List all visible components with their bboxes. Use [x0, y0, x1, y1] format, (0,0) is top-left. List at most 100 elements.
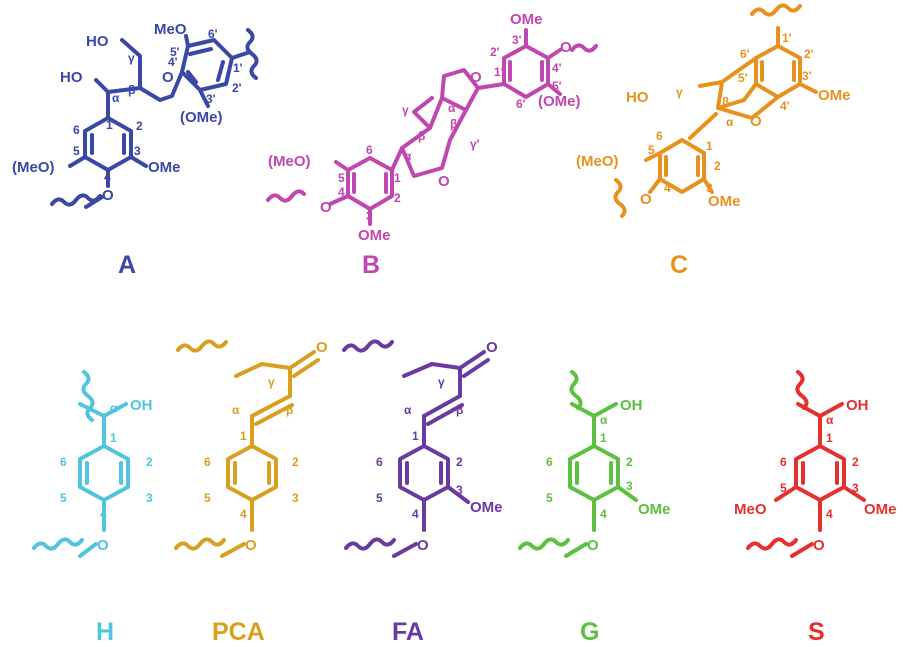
- fa-wavy-top-icon: [342, 339, 394, 353]
- a-pos-6: 6: [73, 123, 80, 137]
- c-pos-5p: 5': [738, 71, 748, 85]
- g-pos-3: 3: [626, 479, 633, 493]
- a-ring-upper-double: [188, 47, 213, 56]
- pca-pos-gamma: γ: [268, 375, 275, 389]
- a-atom-o-4: O: [102, 187, 114, 204]
- a-ring-upper-double2: [216, 60, 225, 82]
- g-c3-ome: [616, 485, 638, 502]
- b-pos-4: 4: [338, 185, 345, 199]
- c-pos-1: 1: [706, 139, 713, 153]
- s-atom-oh: OH: [846, 397, 869, 414]
- b-4p-o: [546, 48, 562, 60]
- pca-pos-2: 2: [292, 455, 299, 469]
- s-atom-ome-3: OMe: [864, 501, 897, 518]
- pca-wavy-bottom-icon: [174, 537, 226, 551]
- c-gamma-chain: [698, 80, 724, 88]
- a-pos-2: 2: [136, 119, 143, 133]
- b-pos-alpha: α: [404, 149, 412, 163]
- c-pos-2p: 2': [804, 47, 814, 61]
- b-pos-1: 1: [394, 171, 401, 185]
- pca-gamma-co: [288, 350, 316, 370]
- a-pos-3p: 3': [206, 92, 216, 106]
- structure-b: OMe O (OMe) O O (MeO) O OMe α' β' γ' α β…: [266, 11, 598, 279]
- pca-ch2-link: [234, 362, 264, 378]
- b-atom-meo-5: (MeO): [268, 153, 311, 170]
- c-pos-5: 5: [648, 143, 655, 157]
- a-pos-5p: 5': [170, 45, 180, 59]
- pca-pos-5: 5: [204, 491, 211, 505]
- h-alpha-beta: [78, 402, 106, 418]
- b-pos-6p: 6': [516, 97, 526, 111]
- pca-alpha-beta-double: [254, 403, 294, 426]
- g-wavy-bottom-icon: [518, 537, 570, 551]
- g-atom-o-4: O: [587, 537, 599, 554]
- a-3-ome: [129, 155, 148, 168]
- b-atom-o-ring-bot: O: [438, 173, 450, 190]
- c-pos-gamma: γ: [676, 85, 683, 99]
- c-structure-label: C: [670, 251, 688, 279]
- c-atom-meo-5: (MeO): [576, 153, 619, 170]
- pca-pos-6: 6: [204, 455, 211, 469]
- b-pos-alpha-p: α': [448, 101, 458, 115]
- a-atom-ho-alpha: HO: [60, 69, 83, 86]
- fa-pos-beta: β: [456, 403, 463, 417]
- pca-wavy-top-icon: [176, 339, 228, 353]
- pca-gamma-ch2: [260, 362, 292, 370]
- pca-o-link: [220, 542, 246, 558]
- a-pos-beta: β: [128, 83, 135, 97]
- s-structure-label: S: [808, 618, 825, 646]
- s-pos-3: 3: [852, 481, 859, 495]
- s-alpha-oh: [818, 402, 844, 418]
- g-pos-2: 2: [626, 455, 633, 469]
- c-3p-ome: [798, 82, 818, 94]
- g-atom-oh: OH: [620, 397, 643, 414]
- c-pos-4: 4: [664, 181, 671, 195]
- fa-atom-ome-3: OMe: [470, 499, 503, 516]
- b-pos-3p: 3': [512, 33, 522, 47]
- h-atom-oh: OH: [130, 397, 153, 414]
- fa-alpha-beta-double: [426, 403, 464, 426]
- h-wavy-top-icon: [81, 370, 95, 422]
- c-pos-beta: β: [722, 95, 729, 109]
- c-pos-3p: 3': [802, 69, 812, 83]
- c-3-ome: [702, 177, 714, 194]
- b-pos-5: 5: [338, 171, 345, 185]
- s-pos-2: 2: [852, 455, 859, 469]
- fa-pos-3: 3: [456, 483, 463, 497]
- structure-h: OH O α 1 2 3 4 5 6 H: [32, 370, 153, 646]
- fa-structure-label: FA: [392, 618, 424, 646]
- h-wavy-bottom-icon: [32, 537, 84, 551]
- c-atom-o-ring: O: [750, 113, 762, 130]
- h-atom-o-4: O: [97, 537, 109, 554]
- s-o-link: [790, 542, 814, 558]
- g-pos-4: 4: [600, 507, 607, 521]
- b-pos-beta: β: [418, 129, 425, 143]
- g-pos-alpha: α: [600, 413, 608, 427]
- g-pos-5: 5: [546, 491, 553, 505]
- b-furofuran: [400, 68, 480, 178]
- a-pos-3: 3: [134, 144, 141, 158]
- b-pos-gamma: γ: [402, 103, 409, 117]
- s-c5-ome: [774, 485, 798, 502]
- b-pos-beta-p: β': [450, 117, 460, 131]
- a-alpha-oh: [94, 78, 110, 94]
- a-pos-2p: 2': [232, 81, 242, 95]
- h-pos-4: 4: [100, 507, 107, 521]
- g-wavy-top-icon: [569, 370, 583, 410]
- fa-pos-gamma: γ: [438, 375, 445, 389]
- s-pos-6: 6: [780, 455, 787, 469]
- h-pos-1: 1: [110, 431, 117, 445]
- c-pos-4p: 4': [780, 99, 790, 113]
- b-pos-2p: 2': [490, 45, 500, 59]
- b-atom-o-ring-top: O: [470, 69, 482, 86]
- g-o-link: [564, 542, 588, 558]
- fa-c3-ome: [446, 485, 470, 504]
- b-pos-5p: 5': [552, 79, 562, 93]
- pca-pos-3: 3: [292, 491, 299, 505]
- c-atom-ho-gamma: HO: [626, 89, 649, 106]
- c-5-ome: [644, 151, 662, 162]
- h-alpha-oh: [102, 402, 128, 418]
- b-pos-3: 3: [366, 209, 373, 223]
- fa-o-link: [392, 542, 418, 558]
